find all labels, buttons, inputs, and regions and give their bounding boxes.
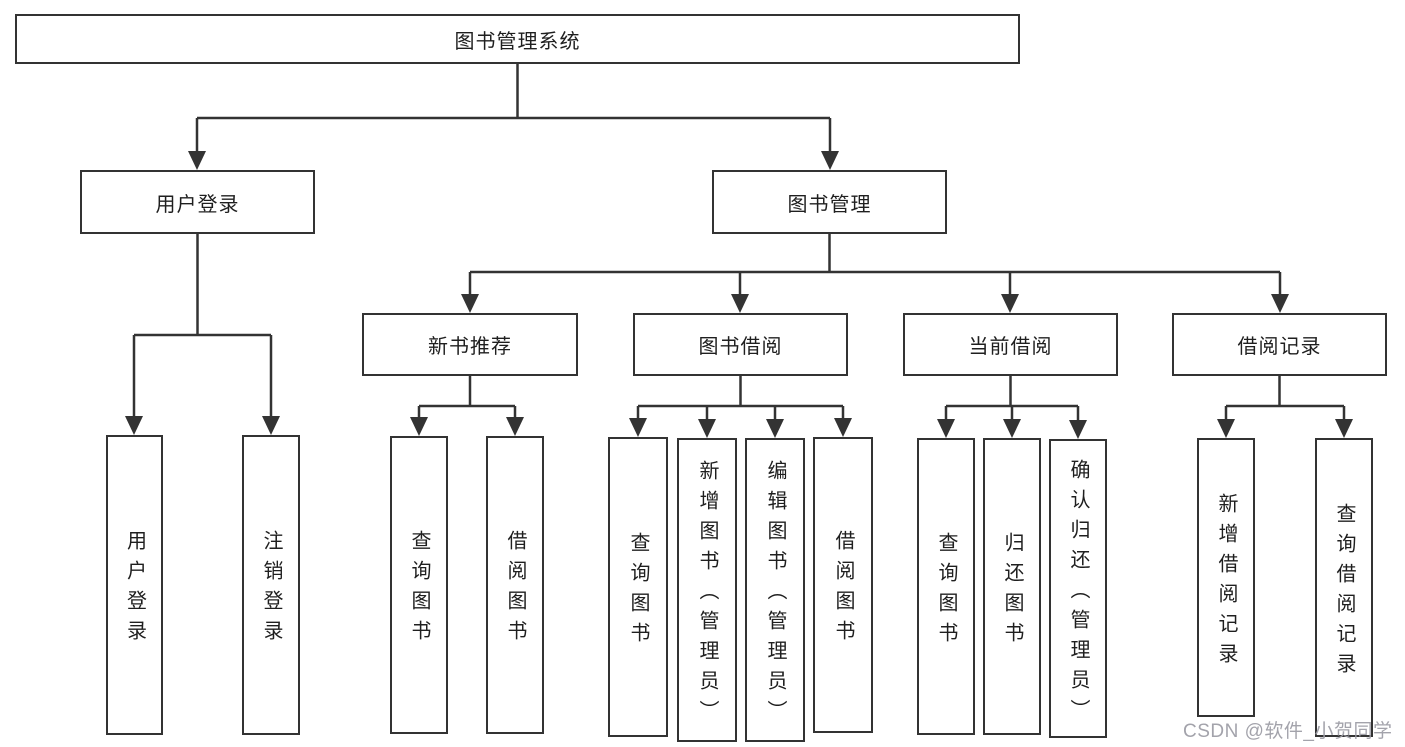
node-user-login-leaf: 用户登录: [106, 435, 163, 735]
node-user-login: 用户登录: [80, 170, 315, 234]
connector-new-book-recommend: [410, 376, 524, 436]
node-bb-edit-books-admin: 编辑图书（管理员）: [745, 438, 805, 742]
node-bb-edit-books-admin-label: 编辑图书（管理员）: [764, 460, 786, 730]
node-current-borrowing-label: 当前借阅: [968, 336, 1053, 358]
connector-book-borrowing: [629, 376, 852, 438]
connector-book-management: [461, 234, 1289, 313]
node-bb-borrow-books-label: 借阅图书: [832, 530, 854, 650]
node-cb-query-books: 查询图书: [917, 438, 975, 735]
node-root-label: 图书管理系统: [454, 30, 581, 53]
node-book-management-label: 图书管理: [787, 193, 872, 216]
node-nbr-borrow-books-label: 借阅图书: [504, 530, 526, 650]
node-user-login-leaf-label: 用户登录: [123, 530, 146, 650]
connector-user-login: [125, 234, 280, 435]
node-bb-add-books-admin: 新增图书（管理员）: [677, 438, 737, 742]
node-br-add-record: 新增借阅记录: [1197, 438, 1255, 717]
node-nbr-query-books-label: 查询图书: [408, 530, 430, 650]
node-nbr-borrow-books: 借阅图书: [486, 436, 544, 734]
connector-root: [188, 64, 839, 170]
node-br-add-record-label: 新增借阅记录: [1215, 492, 1237, 673]
node-logout-leaf-label: 注销登录: [260, 530, 282, 650]
node-root: 图书管理系统: [15, 14, 1020, 64]
node-bb-borrow-books: 借阅图书: [813, 437, 873, 733]
node-logout-leaf: 注销登录: [242, 435, 300, 735]
connector-current-borrowing: [937, 376, 1087, 439]
node-user-login-label: 用户登录: [155, 193, 240, 216]
node-cb-confirm-return-admin-label: 确认归还（管理员）: [1067, 458, 1089, 729]
node-br-query-record-label: 查询借阅记录: [1333, 502, 1355, 683]
node-borrowing-records-label: 借阅记录: [1237, 336, 1322, 358]
node-new-book-recommend-label: 新书推荐: [428, 336, 512, 358]
node-cb-query-books-label: 查询图书: [935, 531, 957, 652]
node-new-book-recommend: 新书推荐: [362, 313, 578, 376]
node-nbr-query-books: 查询图书: [390, 436, 448, 734]
node-book-borrowing: 图书借阅: [633, 313, 848, 376]
node-bb-query-books: 查询图书: [608, 437, 668, 737]
node-cb-return-books-label: 归还图书: [1001, 531, 1023, 652]
node-bb-query-books-label: 查询图书: [627, 532, 649, 652]
node-current-borrowing: 当前借阅: [903, 313, 1118, 376]
node-cb-confirm-return-admin: 确认归还（管理员）: [1049, 439, 1107, 738]
node-book-management: 图书管理: [712, 170, 947, 234]
node-book-borrowing-label: 图书借阅: [698, 336, 783, 358]
watermark-text: CSDN @软件_小贺同学: [1183, 721, 1393, 742]
node-bb-add-books-admin-label: 新增图书（管理员）: [696, 460, 718, 730]
connector-borrowing-records: [1217, 376, 1353, 438]
node-br-query-record: 查询借阅记录: [1315, 438, 1373, 737]
node-borrowing-records: 借阅记录: [1172, 313, 1387, 376]
node-cb-return-books: 归还图书: [983, 438, 1041, 735]
